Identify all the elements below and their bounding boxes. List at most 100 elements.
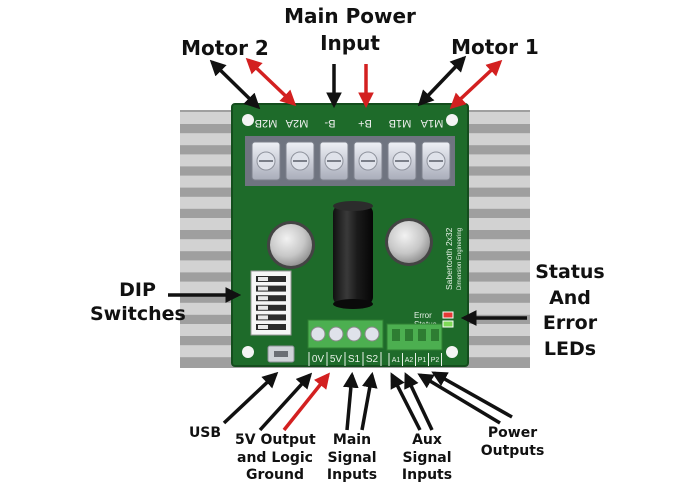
capacitor-right bbox=[385, 218, 433, 266]
aux-pin-socket bbox=[431, 329, 439, 341]
terminal-label-m1b: M1B bbox=[389, 117, 412, 129]
label-main-signal-line3: Inputs bbox=[326, 467, 378, 483]
signal-screw bbox=[364, 326, 380, 342]
label-5v-line3: Ground bbox=[246, 467, 304, 483]
label-status-error-leds: Status And Error LEDs bbox=[530, 260, 610, 363]
aux-terminal-block bbox=[386, 323, 443, 351]
heatsink-fin bbox=[180, 218, 234, 230]
dip-switch bbox=[256, 276, 286, 282]
arrow-p2 bbox=[431, 371, 513, 419]
signal-pin-5v: 5V bbox=[330, 354, 343, 365]
label-power-outputs-line2: Outputs bbox=[480, 442, 545, 459]
arrow-a1 bbox=[390, 372, 422, 431]
label-main-signal-line2: Signal bbox=[327, 449, 377, 466]
heatsink-fins bbox=[180, 112, 530, 358]
terminal-screw bbox=[387, 141, 417, 181]
heatsink-fin bbox=[180, 133, 234, 146]
heatsink-fin bbox=[180, 196, 234, 209]
heatsink-fin bbox=[466, 324, 530, 336]
terminal-label-m1a: M1A bbox=[420, 117, 443, 129]
label-5v-line2: and Logic bbox=[237, 449, 313, 466]
heatsink-fin bbox=[466, 133, 530, 146]
label-motor-2: Motor 2 bbox=[181, 36, 269, 60]
mounting-hole bbox=[242, 346, 254, 358]
terminal-label-m2b: M2B bbox=[255, 117, 278, 129]
label-aux-signal-line3: Inputs bbox=[401, 467, 453, 483]
label-main-signal: Main Signal Inputs bbox=[322, 432, 382, 485]
capacitor-left bbox=[267, 221, 315, 269]
dip-switch bbox=[256, 324, 286, 330]
error-led bbox=[442, 311, 454, 319]
label-main-power-line1: Main Power bbox=[284, 4, 416, 28]
heatsink-fin bbox=[180, 345, 234, 358]
capacitor-center bbox=[333, 201, 373, 309]
heatsink-fin bbox=[466, 281, 530, 294]
arrow-s2 bbox=[360, 371, 378, 431]
model-line-2: Dimension Engineering bbox=[457, 228, 463, 290]
terminal-screws bbox=[251, 141, 451, 181]
heatsink-fin bbox=[180, 112, 234, 124]
arrow-p1 bbox=[417, 373, 501, 425]
arrow-motor2-a bbox=[245, 57, 297, 107]
signal-screw bbox=[346, 326, 362, 342]
heatsink-fin bbox=[466, 218, 530, 230]
label-5v-output: 5V Output and Logic Ground bbox=[235, 432, 316, 485]
label-motor-1: Motor 1 bbox=[451, 35, 539, 59]
signal-screw bbox=[310, 326, 326, 342]
heatsink-fin bbox=[466, 154, 530, 167]
terminal-screw bbox=[251, 141, 281, 181]
label-dip-line2: Switches bbox=[90, 302, 186, 325]
terminal-screw bbox=[285, 141, 315, 181]
arrows bbox=[168, 55, 527, 432]
aux-pin-socket bbox=[418, 329, 426, 341]
heatsink-fin bbox=[466, 260, 530, 273]
aux-pin-p2: P2 bbox=[431, 357, 440, 364]
signal-pin-0v: 0V bbox=[312, 354, 325, 365]
aux-pin-socket bbox=[392, 329, 400, 341]
label-dip-line1: DIP bbox=[119, 279, 156, 301]
heatsink-fin bbox=[180, 239, 234, 252]
signal-pin-s1: S1 bbox=[348, 354, 361, 365]
arrow-5v bbox=[282, 372, 330, 432]
dip-switch bbox=[256, 295, 286, 302]
dip-switch bbox=[256, 314, 286, 321]
heatsink-fin bbox=[180, 154, 234, 167]
label-aux-signal: Aux Signal Inputs bbox=[397, 432, 457, 485]
arrow-0v bbox=[258, 372, 313, 432]
label-5v-line1: 5V Output bbox=[235, 432, 316, 448]
label-usb: USB bbox=[188, 425, 222, 441]
label-power-outputs-line1: Power bbox=[487, 425, 538, 441]
mounting-hole bbox=[242, 114, 254, 126]
status-led bbox=[442, 320, 454, 328]
heatsink-fin bbox=[466, 345, 530, 358]
heatsink-fin bbox=[180, 324, 234, 336]
heatsink-fin bbox=[466, 112, 530, 124]
arrow-s1 bbox=[343, 371, 359, 431]
arrow-usb bbox=[222, 371, 279, 425]
model-text: Sabertooth 2x32 Dimension Engineering bbox=[444, 227, 463, 290]
terminal-label-m2a: M2A bbox=[285, 117, 308, 129]
heatsink-fin bbox=[180, 281, 234, 294]
signal-terminal-block bbox=[307, 319, 384, 349]
label-aux-signal-line2: Signal bbox=[402, 449, 452, 466]
aux-pin-socket bbox=[405, 329, 413, 341]
label-main-signal-line1: Main bbox=[332, 432, 372, 448]
aux-pin-p1: P1 bbox=[418, 357, 427, 364]
label-status-line3: Error bbox=[542, 312, 598, 335]
error-led-label: Error bbox=[414, 311, 432, 320]
heatsink-fin bbox=[180, 175, 234, 188]
terminal-label-b: B+ bbox=[358, 117, 372, 129]
label-power-outputs: Power Outputs bbox=[475, 425, 550, 460]
dip-switch bbox=[256, 304, 286, 311]
heatsink-fin bbox=[180, 302, 234, 315]
heatsink-fin bbox=[466, 196, 530, 209]
model-line-1: Sabertooth 2x32 bbox=[444, 227, 454, 290]
label-status-line2: And bbox=[549, 286, 591, 309]
label-status-line4: LEDs bbox=[543, 337, 597, 360]
heatsink-fin bbox=[466, 239, 530, 252]
terminal-screw bbox=[353, 141, 383, 181]
